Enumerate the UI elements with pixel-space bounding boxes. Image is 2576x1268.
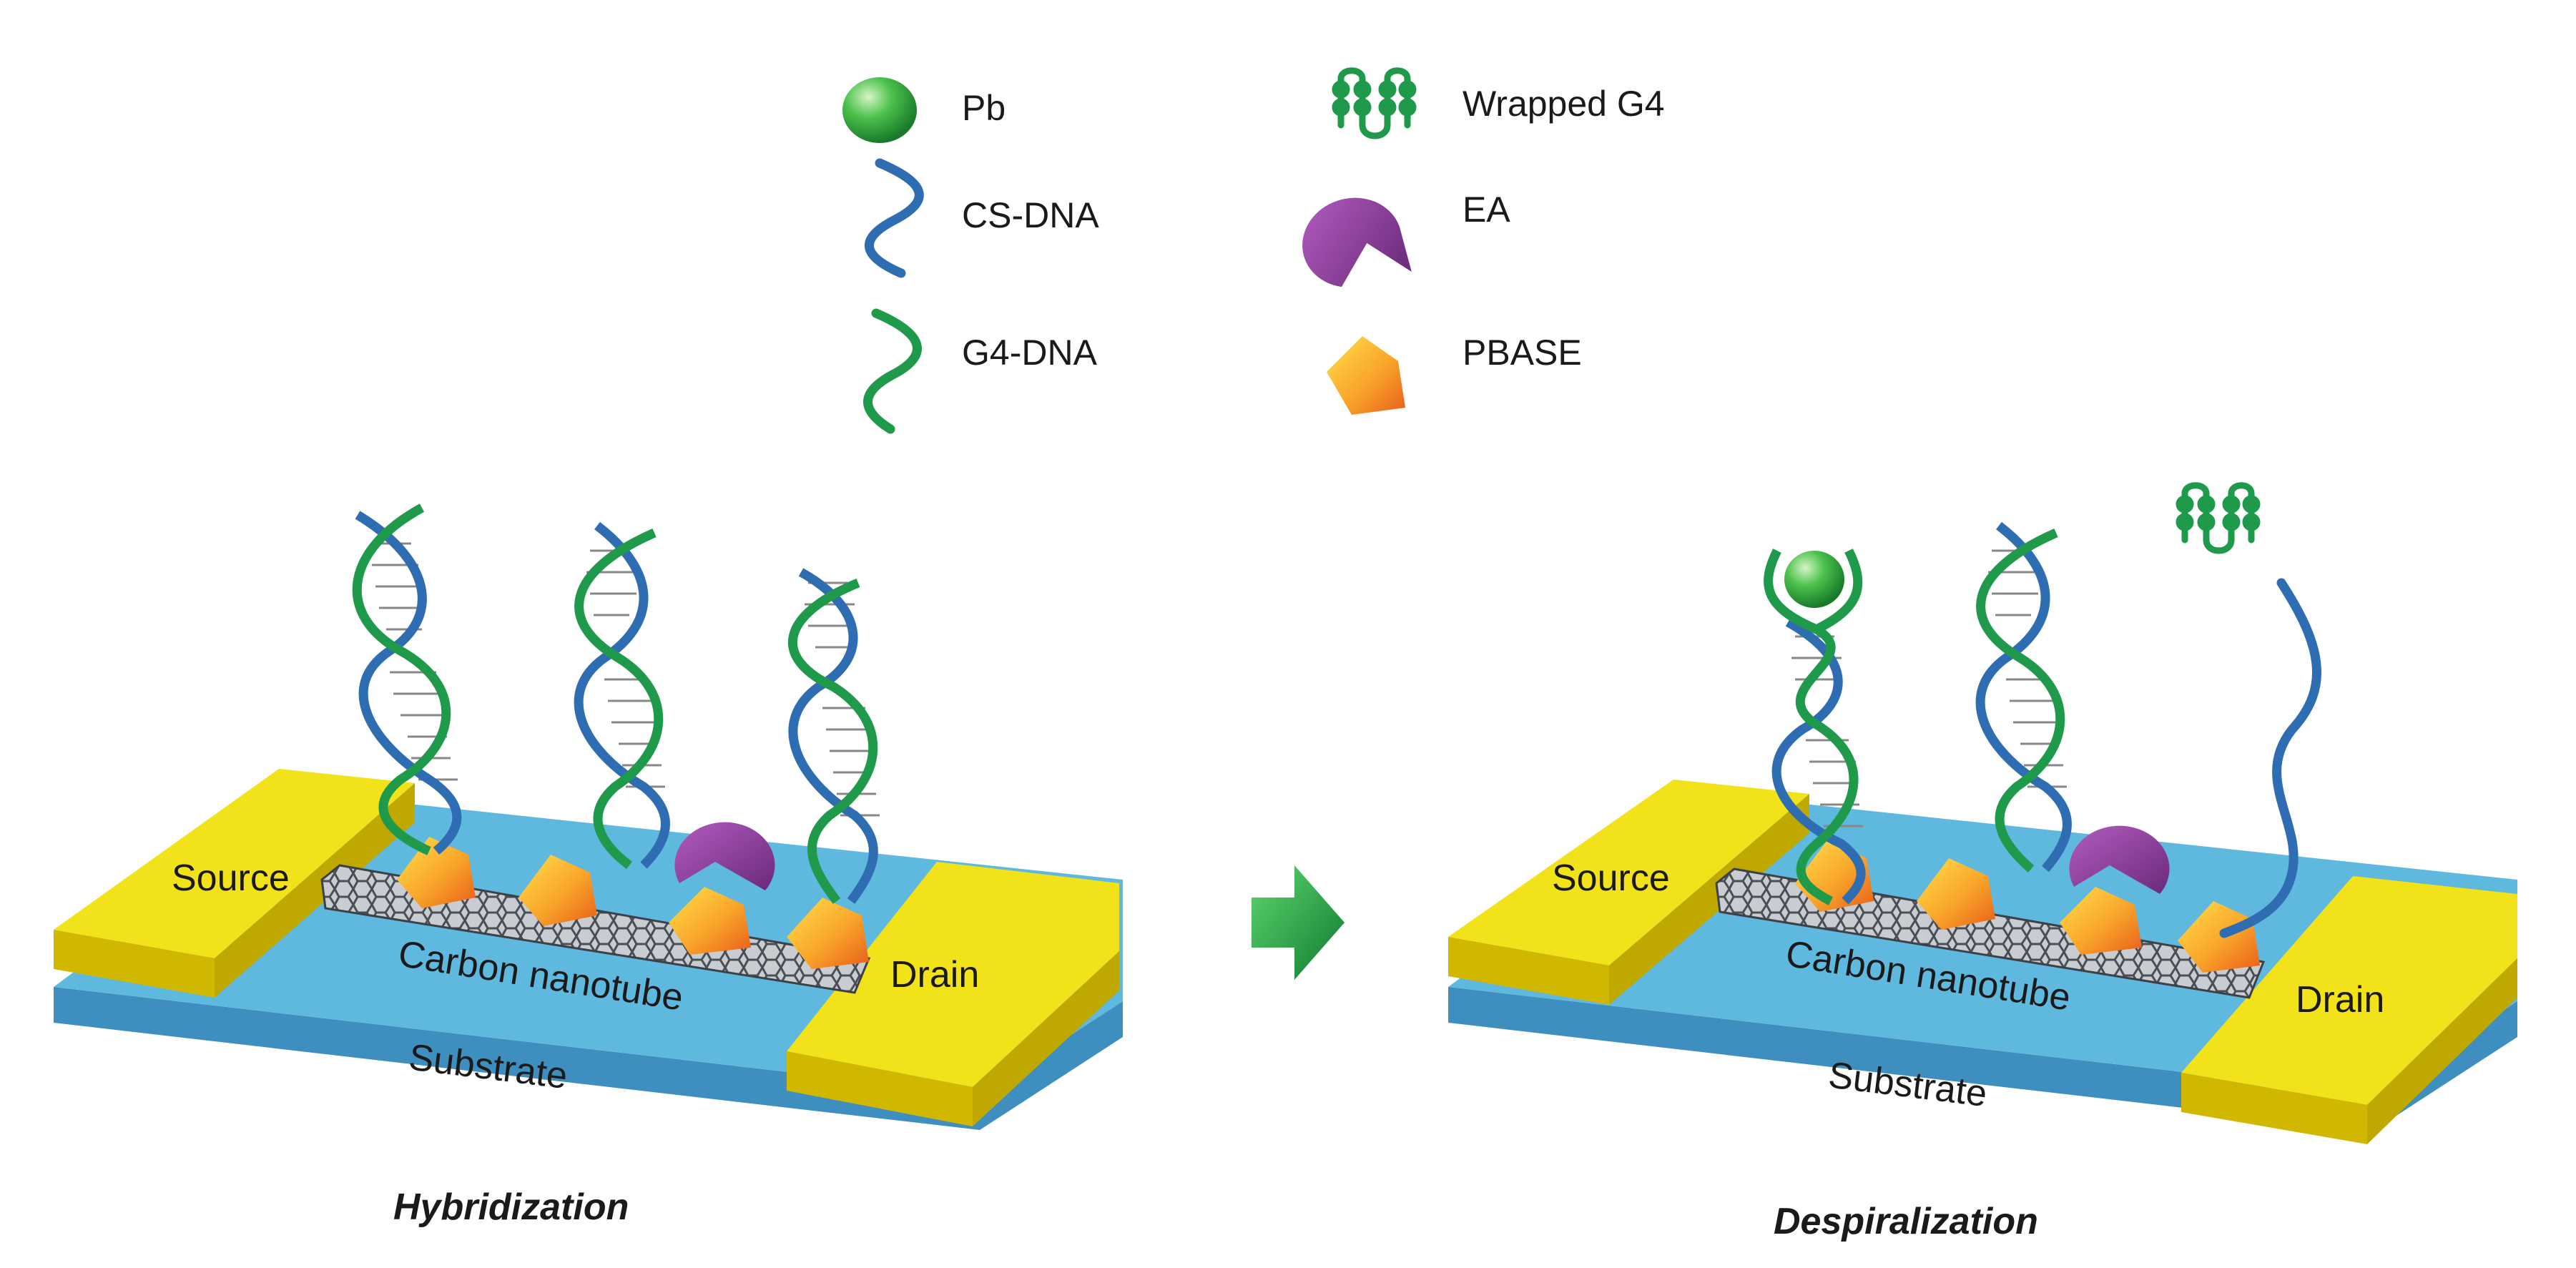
pb-ion [1784,551,1844,608]
legend-item-ea: EA [1302,190,1510,287]
pbase [1917,858,1995,930]
wrapped-g4 [2176,482,2261,554]
legend-label-wrapped-g4: Wrapped G4 [1462,84,1665,124]
drain-electrode [787,862,1119,1126]
drain-label: Drain [890,954,979,996]
drain-electrode [2181,876,2517,1144]
legend-label-ea: EA [1462,190,1510,230]
legend-item-pb: Pb [842,77,1006,143]
pbase [787,898,869,969]
legend-item-cs-dna: CS-DNA [865,158,1099,278]
legend-label-pb: Pb [962,88,1006,128]
dna-duplex [352,503,462,855]
caption-hybridization: Hybridization [393,1186,629,1228]
right-device: Source Carbon nanotube Drain Substrate D… [1448,482,2517,1242]
dna-duplex [574,521,670,870]
transition-arrow [1252,865,1344,980]
source-label: Source [172,857,290,899]
ea [2069,825,2170,894]
cs-dna-icon [865,158,924,278]
ea [674,822,775,890]
legend-label-pbase: PBASE [1462,333,1582,373]
source-electrode [54,769,415,998]
legend-item-wrapped-g4: Wrapped G4 [1332,67,1665,139]
legend-label-g4-dna: G4-DNA [962,333,1098,373]
legend-item-g4-dna: G4-DNA [863,308,1098,434]
source-electrode [1448,780,1809,1005]
source-label: Source [1552,857,1670,899]
legend: Pb CS-DNA G4-DNA [842,67,1665,434]
pbase-icon [1327,336,1405,415]
wrapped-g4-icon [1332,67,1417,139]
left-device: Source Carbon nanotube Drain Substrate H… [54,503,1123,1228]
pbase [2060,887,2142,955]
pb-icon [842,77,917,143]
legend-item-pbase: PBASE [1327,333,1582,415]
cs-dna-strand [2219,578,2321,938]
pbase [2178,901,2260,973]
dna-duplex-pb [1764,549,1866,905]
legend-label-cs-dna: CS-DNA [962,195,1099,235]
g4-dna-icon [863,308,922,434]
pbase [518,855,597,926]
pbase [397,837,476,908]
dna-duplex [788,568,880,904]
caption-despiralization: Despiralization [1774,1201,2038,1242]
drain-label: Drain [2296,979,2384,1021]
ea-icon [1302,197,1412,287]
dna-duplex [1975,521,2072,873]
pbase [669,887,751,955]
